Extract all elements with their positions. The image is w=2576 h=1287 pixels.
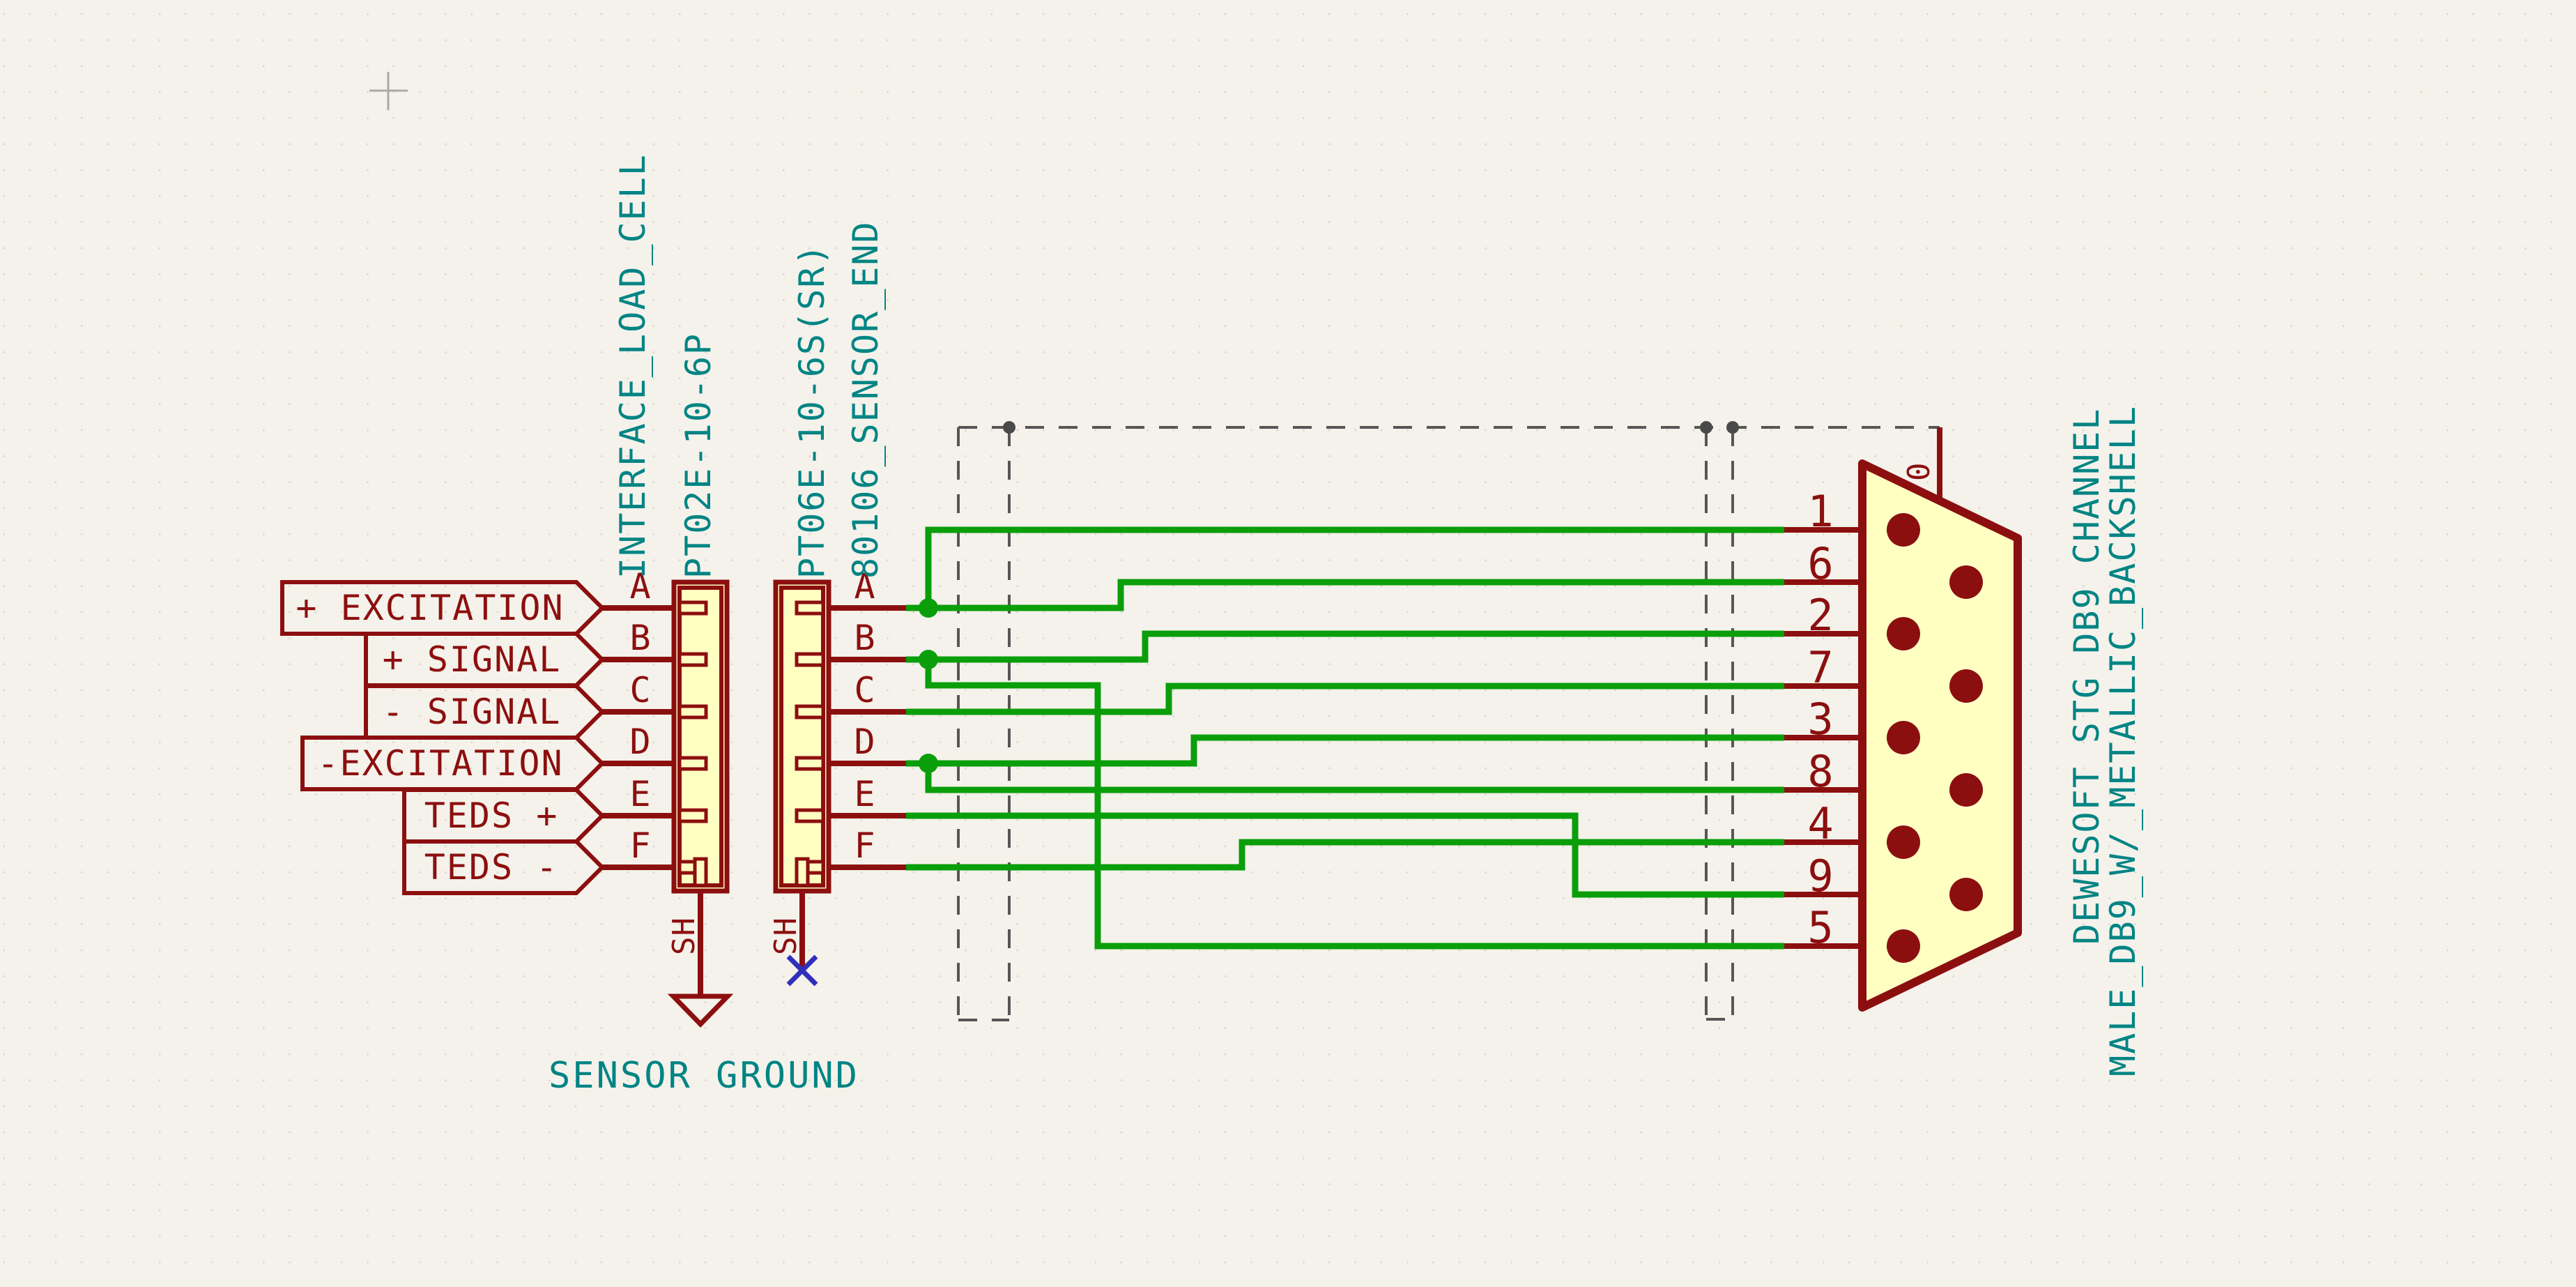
conn2-pin-stubs (823, 605, 906, 870)
hierarchical-flags: + EXCITATION + SIGNAL - SIGNAL -EXCITATI… (280, 580, 606, 895)
ground-label[interactable]: SENSOR GROUND (549, 1055, 859, 1097)
wire-D-to-db9-3 (906, 734, 1784, 767)
shield-junction-dot (1726, 421, 1739, 434)
flag-label[interactable]: - SIGNAL (383, 692, 562, 732)
wire-A-to-db9-1 (925, 526, 1784, 608)
conn2-pin-name: B (854, 618, 875, 658)
wire-B-to-db9-2 (906, 630, 1784, 663)
db9-pin-number: 4 (1807, 798, 1833, 849)
db9-part-field[interactable]: MALE_DB9_W/_METALLIC_BACKSHELL (2103, 405, 2143, 1076)
connector1-symbol[interactable]: A B C D E F SH INTERFACE_LOAD_CELL PT02E… (613, 153, 730, 955)
conn2-pin-name: A (854, 566, 875, 607)
wire-A-to-db9-6 (906, 579, 1784, 611)
red-stub-wires[interactable] (602, 427, 1966, 996)
db9-pin-number: 9 (1807, 851, 1833, 901)
db9-pin-number: 8 (1807, 746, 1833, 797)
flag-signal-minus[interactable] (364, 684, 606, 740)
flag-label[interactable]: TEDS - (424, 847, 559, 888)
db9-pin-number: 6 (1807, 538, 1833, 589)
signal-wires[interactable] (906, 526, 1784, 950)
shield-junction-dot (1700, 421, 1712, 434)
db9-pin-number: 7 (1807, 642, 1833, 693)
wire-C-to-db9-7 (906, 683, 1784, 715)
flag-signal-plus[interactable] (364, 632, 606, 687)
ground-symbol[interactable]: SENSOR GROUND (549, 993, 859, 1097)
db9-shell-pin-number: 0 (1901, 462, 1937, 482)
conn1-pin-name: A (629, 566, 651, 607)
wire-B-to-db9-5 (925, 660, 1784, 950)
flag-teds-minus[interactable] (402, 839, 606, 895)
wire-junction-dot (919, 598, 938, 618)
conn1-shield-pin-name: SH (666, 917, 702, 955)
conn1-pin-stubs (602, 605, 681, 870)
connector1-pin-slots (677, 600, 708, 888)
conn2-pin-name: C (854, 670, 875, 710)
connector2-symbol[interactable]: A B C D E F SH PT06E-10-6S(SR) 80106_SEN… (768, 220, 886, 955)
conn2-part-field[interactable]: PT06E-10-6S(SR) (792, 243, 832, 579)
conn2-value-field[interactable]: 80106_SENSOR_END (845, 220, 886, 579)
db9-value-field[interactable]: DEWESOFT STG DB9 CHANNEL (2067, 408, 2107, 945)
flag-teds-plus[interactable] (402, 788, 606, 844)
db9-pin-number: 1 (1807, 486, 1833, 537)
conn1-pin-name: B (629, 618, 651, 658)
db9-pin-number: 5 (1807, 902, 1833, 953)
flag-label[interactable]: + EXCITATION (296, 588, 564, 628)
db9-pin-dots (1887, 513, 1983, 963)
conn2-shield-pin-name: SH (768, 917, 804, 955)
flag-label[interactable]: TEDS + (424, 795, 559, 836)
no-connect-x-icon[interactable] (786, 954, 818, 987)
conn2-pin-name: E (854, 774, 875, 814)
cursor-crosshair-icon (369, 72, 408, 110)
wire-F-to-db9-4 (906, 839, 1784, 871)
flag-excitation-plus[interactable] (280, 580, 606, 636)
cable-shield-dashed-outline[interactable] (957, 421, 1940, 1021)
db9-pin-number: 3 (1807, 694, 1833, 745)
shield-junction-dot (1003, 421, 1015, 434)
conn2-pin-name: F (854, 825, 875, 866)
db9-pin-number: 2 (1807, 590, 1833, 641)
flag-label[interactable]: + SIGNAL (383, 639, 562, 680)
conn1-pin-name: C (629, 670, 651, 710)
conn2-pin-name: D (854, 722, 875, 762)
wire-junction-dot (919, 754, 938, 773)
conn1-value-field[interactable]: INTERFACE_LOAD_CELL (613, 153, 653, 579)
conn1-pin-name: E (629, 774, 651, 814)
conn1-pin-name: F (629, 825, 651, 866)
conn1-pin-name: D (629, 722, 651, 762)
wire-junction-dot (919, 650, 938, 669)
flag-excitation-minus[interactable] (300, 736, 606, 791)
connector2-pin-slots (795, 600, 825, 888)
db9-symbol[interactable]: 1 6 2 7 3 8 4 9 5 0 DEWESOFT STG DB9 CHA… (1807, 405, 2143, 1076)
conn1-part-field[interactable]: PT02E-10-6P (678, 333, 719, 579)
flag-label[interactable]: -EXCITATION (317, 743, 563, 784)
wire-E-to-db9-9 (906, 812, 1784, 898)
